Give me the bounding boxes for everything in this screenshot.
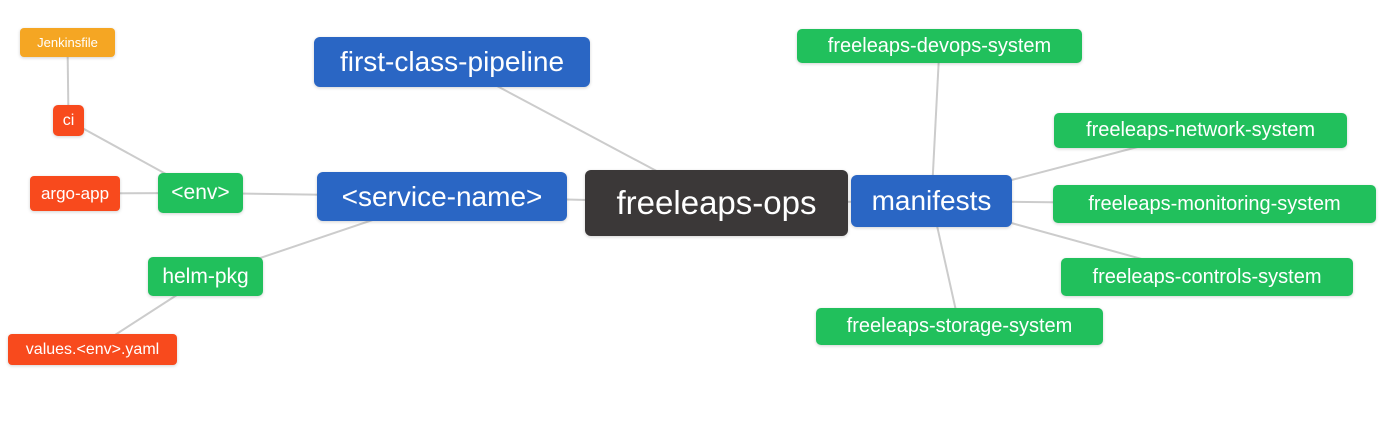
node-helm-pkg[interactable]: helm-pkg (148, 257, 263, 296)
node-freeleaps-devops-system[interactable]: freeleaps-devops-system (797, 29, 1082, 63)
node-env[interactable]: <env> (158, 173, 243, 213)
node-values-env-yaml[interactable]: values.<env>.yaml (8, 334, 177, 365)
node-manifests[interactable]: manifests (851, 175, 1012, 227)
node-jenkinsfile[interactable]: Jenkinsfile (20, 28, 115, 57)
node-freeleaps-storage-system[interactable]: freeleaps-storage-system (816, 308, 1103, 345)
node-freeleaps-monitoring-system[interactable]: freeleaps-monitoring-system (1053, 185, 1376, 223)
node-service-name[interactable]: <service-name> (317, 172, 567, 221)
node-argo-app[interactable]: argo-app (30, 176, 120, 211)
node-first-class-pipeline[interactable]: first-class-pipeline (314, 37, 590, 87)
node-freeleaps-ops[interactable]: freeleaps-ops (585, 170, 848, 236)
node-ci[interactable]: ci (53, 105, 84, 136)
node-freeleaps-controls-system[interactable]: freeleaps-controls-system (1061, 258, 1353, 296)
node-freeleaps-network-system[interactable]: freeleaps-network-system (1054, 113, 1347, 148)
